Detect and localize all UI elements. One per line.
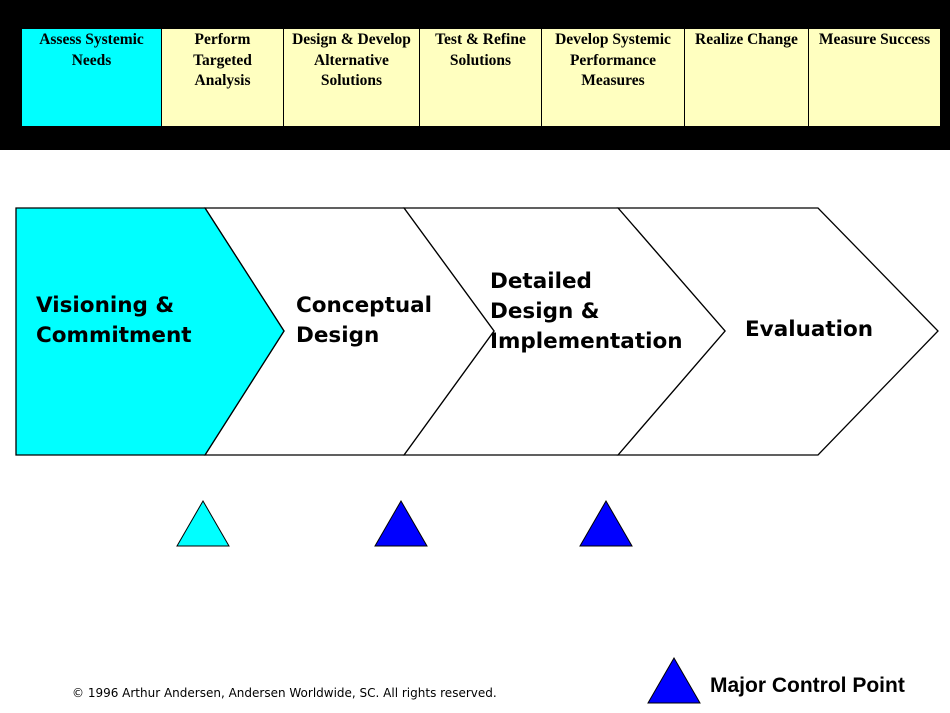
phase-cell-measure-success: Measure Success (808, 28, 941, 127)
legend-label: Major Control Point (710, 674, 905, 697)
phase-label: Design & Develop Alternative Solutions (292, 31, 411, 89)
phase-cell-design-develop: Design & Develop Alternative Solutions (283, 28, 420, 127)
stage-label-conceptual-design: Conceptual Design (296, 293, 433, 348)
stage-label-detailed-design: Detailed Design & Implementation (490, 269, 683, 354)
phase-label: Measure Success (818, 31, 931, 48)
stage-label-visioning: Visioning & Commitment (36, 293, 192, 348)
phase-label: Assess Systemic Needs (39, 31, 144, 69)
phase-cell-measures: Develop Systemic Performance Measures (541, 28, 685, 127)
stage-label-evaluation: Evaluation (745, 317, 874, 342)
phase-label: Perform Targeted Analysis (193, 31, 252, 89)
copyright-notice: © 1996 Arthur Andersen, Andersen Worldwi… (72, 686, 497, 700)
phase-label: Test & Refine Solutions (435, 31, 526, 69)
phase-label: Develop Systemic Performance Measures (555, 31, 671, 89)
phase-cell-analysis: Perform Targeted Analysis (161, 28, 284, 127)
stage-arrow-visioning (15, 207, 285, 456)
phase-cell-assess: Assess Systemic Needs (21, 28, 162, 127)
phase-cell-realize: Realize Change (684, 28, 809, 127)
control-point-triangle-3 (579, 500, 633, 547)
legend-triangle-icon (647, 657, 701, 704)
control-point-triangle-1 (176, 500, 230, 547)
control-point-triangle-2 (374, 500, 428, 547)
phase-header-bar: Assess Systemic Needs Perform Targeted A… (0, 0, 950, 150)
phase-label: Realize Change (695, 31, 798, 48)
phase-table: Assess Systemic Needs Perform Targeted A… (21, 28, 941, 127)
